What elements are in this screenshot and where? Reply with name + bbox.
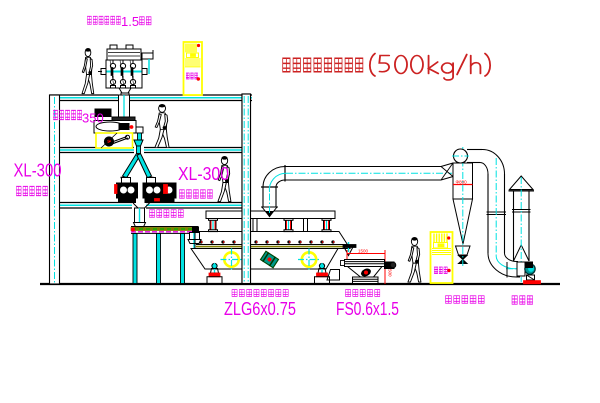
- svg-text:500: 500: [388, 269, 393, 277]
- svg-text:XL-300: XL-300: [178, 164, 229, 184]
- svg-text:350: 350: [82, 111, 104, 126]
- svg-text:XL-300: XL-300: [14, 161, 62, 181]
- svg-text:1500: 1500: [358, 249, 369, 254]
- svg-text:Φ800: Φ800: [456, 180, 468, 185]
- svg-text:FS0.6x1.5: FS0.6x1.5: [336, 299, 399, 319]
- svg-text:ZLG6x0.75: ZLG6x0.75: [224, 299, 296, 319]
- svg-text:1.5: 1.5: [121, 14, 139, 29]
